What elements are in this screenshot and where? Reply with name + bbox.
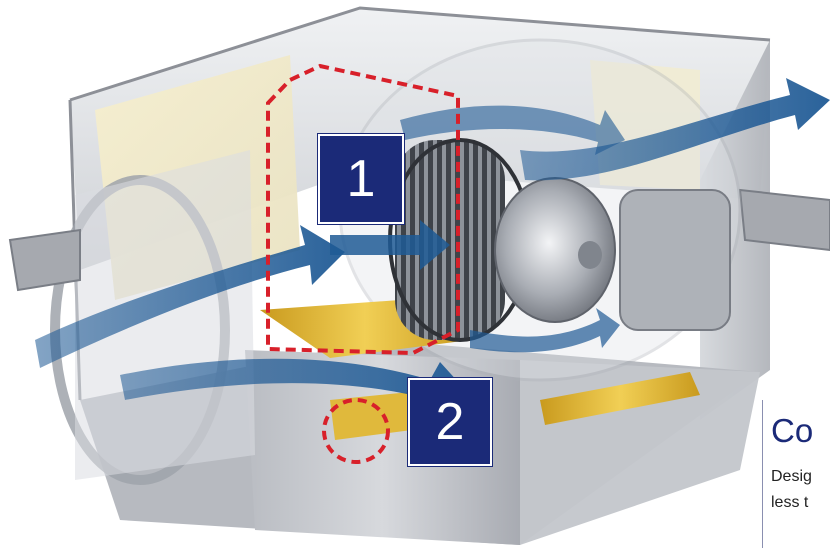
airflow-arrow-outlet [520, 78, 830, 181]
airflow-arrow-lower [120, 358, 470, 415]
highlight-region-2 [322, 398, 390, 464]
blower-wheel [395, 140, 505, 340]
highlight-region-1 [266, 63, 460, 356]
right-mounting-bracket [738, 188, 830, 252]
filter-strip-front [330, 392, 412, 440]
housing-top-edge [69, 6, 771, 102]
info-panel-line-1: Desig [771, 468, 812, 485]
left-mounting-bracket [8, 228, 81, 292]
motor-controller-box [619, 189, 731, 331]
callout-marker-2: 2 [408, 378, 492, 466]
filter-strip-bottom [540, 372, 700, 425]
info-panel-title: Co [771, 412, 814, 449]
info-panel: Co Desig less t [762, 400, 830, 548]
motor-shaft [578, 241, 602, 269]
callout-marker-1: 1 [318, 134, 404, 224]
airflow-arrow-through-wheel [330, 220, 450, 270]
info-panel-line-2: less t [771, 494, 809, 511]
inlet-duct [75, 150, 255, 480]
info-panel-text: Desig less t [771, 464, 812, 516]
airflow-arrow-recirc [470, 308, 620, 353]
